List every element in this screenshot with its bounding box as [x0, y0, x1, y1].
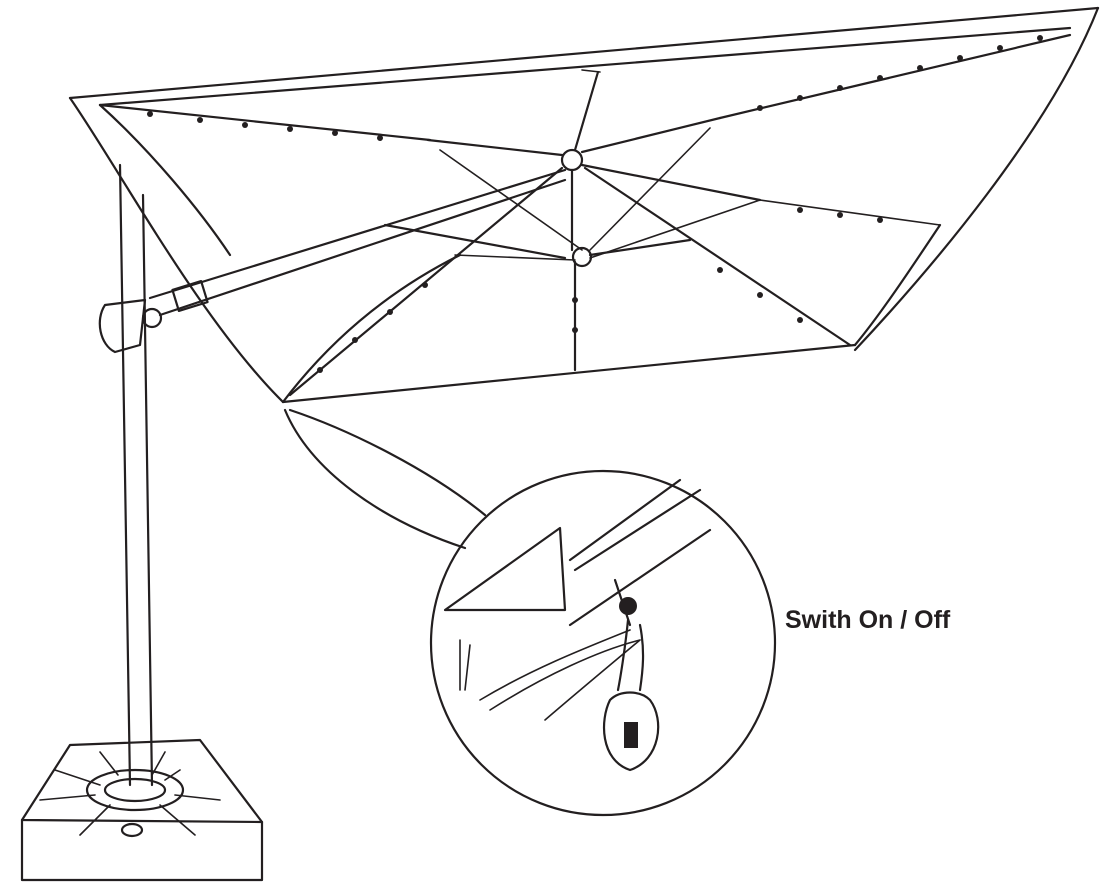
switch-icon: [602, 691, 660, 772]
switch-detail: [429, 469, 777, 817]
switch-label: Swith On / Off: [785, 606, 951, 634]
umbrella-pole: [98, 163, 567, 787]
umbrella-base: [20, 738, 264, 882]
zoom-connector: [283, 408, 487, 550]
switch-button: [624, 722, 638, 748]
umbrella-canopy-icon: [68, 6, 1100, 404]
